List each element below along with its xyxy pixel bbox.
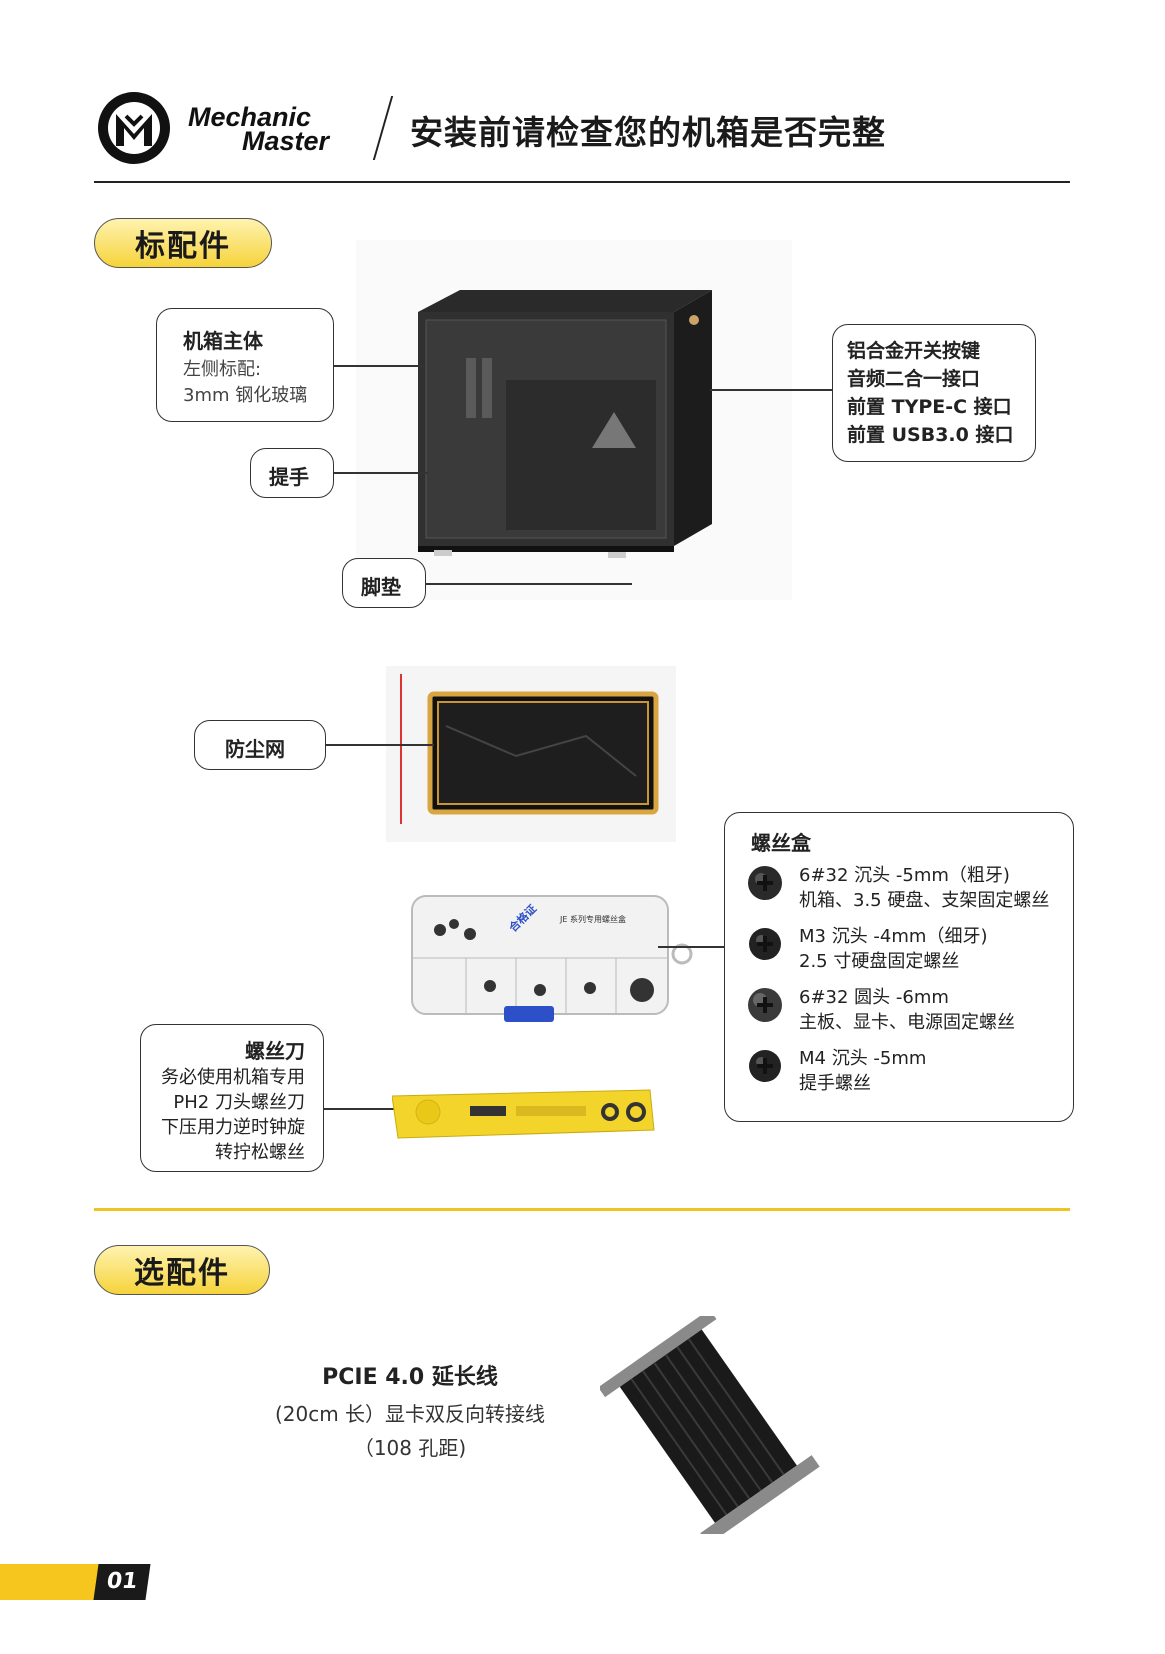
screw-spec: 6#32 沉头 -5mm（粗牙) [799, 865, 1010, 886]
screw-spec: M3 沉头 -4mm（细牙) [799, 926, 988, 947]
screwdriver-line-3: 下压用力逆时钟旋 [161, 1117, 305, 1138]
screw-use: 主板、显卡、电源固定螺丝 [799, 1012, 1015, 1033]
case-body-line2: 3mm 钢化玻璃 [183, 385, 308, 406]
pcie-title: PCIE 4.0 延长线 [322, 1365, 498, 1390]
dust-filter-image [386, 666, 676, 842]
screw-use: 2.5 寸硬盘固定螺丝 [799, 951, 960, 972]
screwdriver-line-1: 务必使用机箱专用 [161, 1067, 305, 1088]
screwdriver-line-2: PH2 刀头螺丝刀 [173, 1092, 305, 1113]
screwdriver-image [391, 1086, 672, 1140]
screw-round-head-icon [748, 988, 782, 1022]
screw-box-caption: JE 系列专用螺丝盒 [560, 915, 626, 924]
page-number: 01 [93, 1564, 151, 1600]
callout-screwdriver: 螺丝刀 务必使用机箱专用 PH2 刀头螺丝刀 下压用力逆时钟旋 转拧松螺丝 [140, 1024, 324, 1172]
leader-front-io [710, 389, 832, 391]
section-label-optional: 选配件 [94, 1245, 270, 1295]
brand-name-line2: Master [242, 126, 330, 156]
footer-accent-bar [0, 1564, 100, 1600]
case-body-line1: 左侧标配: [183, 359, 262, 380]
leader-screwdriver [324, 1108, 396, 1110]
section-label-standard: 标配件 [94, 218, 272, 268]
screw-use: 机箱、3.5 硬盘、支架固定螺丝 [799, 890, 1050, 911]
header-divider-slash [372, 96, 394, 160]
callout-feet: 脚垫 [342, 558, 426, 608]
io-line-2: 音频二合一接口 [847, 368, 981, 390]
callout-handle: 提手 [250, 448, 334, 498]
screw-item: M4 沉头 -5mm 提手螺丝 [745, 1046, 926, 1096]
pcie-riser-image [598, 1309, 820, 1545]
callout-dust-filter: 防尘网 [194, 720, 326, 770]
brand-logo [96, 90, 172, 166]
leader-screw-box [658, 946, 724, 948]
screw-use: 提手螺丝 [799, 1073, 871, 1094]
case-image [356, 240, 792, 600]
pcie-line2: （108 孔距) [353, 1436, 467, 1460]
screw-item: 6#32 圆头 -6mm 主板、显卡、电源固定螺丝 [745, 985, 1015, 1035]
screw-flat-head-icon [748, 866, 782, 900]
mechanic-master-logo-icon [98, 92, 170, 164]
leader-feet [426, 583, 632, 585]
screw-box-image: 合格证 JE 系列专用螺丝盒 [410, 890, 706, 1026]
screw-spec: M4 沉头 -5mm [799, 1048, 927, 1069]
case-body-title: 机箱主体 [183, 329, 263, 353]
io-line-4: 前置 USB3.0 接口 [847, 424, 1014, 446]
screw-item: M3 沉头 -4mm（细牙) 2.5 寸硬盘固定螺丝 [745, 924, 987, 974]
callout-case-body: 机箱主体 左侧标配: 3mm 钢化玻璃 [156, 308, 334, 422]
pcie-line1: (20cm 长）显卡双反向转接线 [274, 1402, 546, 1426]
callout-front-io: 铝合金开关按键 音频二合一接口 前置 TYPE-C 接口 前置 USB3.0 接… [832, 324, 1036, 462]
screw-flat-head-icon [749, 1050, 781, 1082]
header-rule [94, 181, 1070, 183]
callout-screw-box: 螺丝盒 6#32 沉头 -5mm（粗牙) 机箱、3.5 硬盘、支架固定螺丝 M3… [724, 812, 1074, 1122]
screwdriver-line-4: 转拧松螺丝 [215, 1142, 305, 1163]
screw-flat-head-icon [749, 928, 781, 960]
section-divider [94, 1208, 1070, 1211]
feet-label: 脚垫 [361, 575, 401, 599]
handle-label: 提手 [269, 465, 309, 489]
io-line-1: 铝合金开关按键 [847, 340, 981, 362]
leader-case-body [334, 365, 424, 367]
brand-name-line1: Mechanic [188, 102, 312, 132]
screw-spec: 6#32 圆头 -6mm [799, 987, 949, 1008]
screw-item: 6#32 沉头 -5mm（粗牙) 机箱、3.5 硬盘、支架固定螺丝 [745, 863, 1049, 913]
screwdriver-title: 螺丝刀 [245, 1039, 305, 1063]
leader-dust-filter [326, 744, 434, 746]
io-line-3: 前置 TYPE-C 接口 [847, 396, 1012, 418]
dust-filter-label: 防尘网 [225, 737, 285, 761]
leader-handle [334, 472, 428, 474]
screw-box-title: 螺丝盒 [751, 831, 811, 855]
page-title: 安装前请检查您的机箱是否完整 [410, 113, 886, 152]
